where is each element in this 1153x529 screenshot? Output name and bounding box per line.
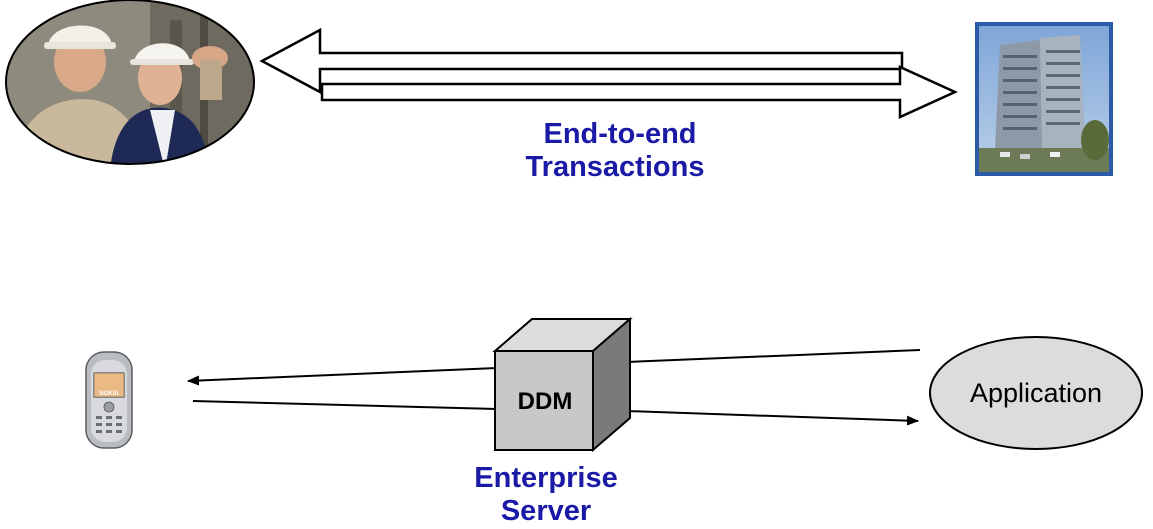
enterprise-server-box: DDM bbox=[492, 316, 633, 453]
transactions-caption-line2: Transactions bbox=[526, 151, 705, 183]
phone-brand-label: NOKIA bbox=[99, 391, 119, 397]
transactions-caption-line1: End-to-end bbox=[543, 118, 696, 150]
server-label: DDM bbox=[518, 388, 573, 415]
application-node: Application bbox=[929, 336, 1143, 450]
line-server-to-app bbox=[625, 410, 919, 426]
line-app-to-server bbox=[625, 349, 921, 363]
line-phone-to-server bbox=[192, 400, 498, 410]
arrow-to-user bbox=[259, 27, 904, 95]
office-building-photo bbox=[975, 22, 1113, 176]
line-server-to-phone bbox=[187, 367, 498, 386]
server-box-front bbox=[494, 350, 594, 451]
mobile-phone-icon: NOKIA bbox=[85, 351, 133, 449]
connection-lines bbox=[187, 349, 921, 426]
transaction-arrows bbox=[259, 27, 959, 119]
application-label: Application bbox=[970, 378, 1102, 408]
server-caption-line1: Enterprise bbox=[474, 462, 617, 494]
workers-photo bbox=[5, 0, 255, 165]
arrow-to-building bbox=[320, 65, 959, 119]
server-caption-line2: Server bbox=[501, 495, 591, 527]
